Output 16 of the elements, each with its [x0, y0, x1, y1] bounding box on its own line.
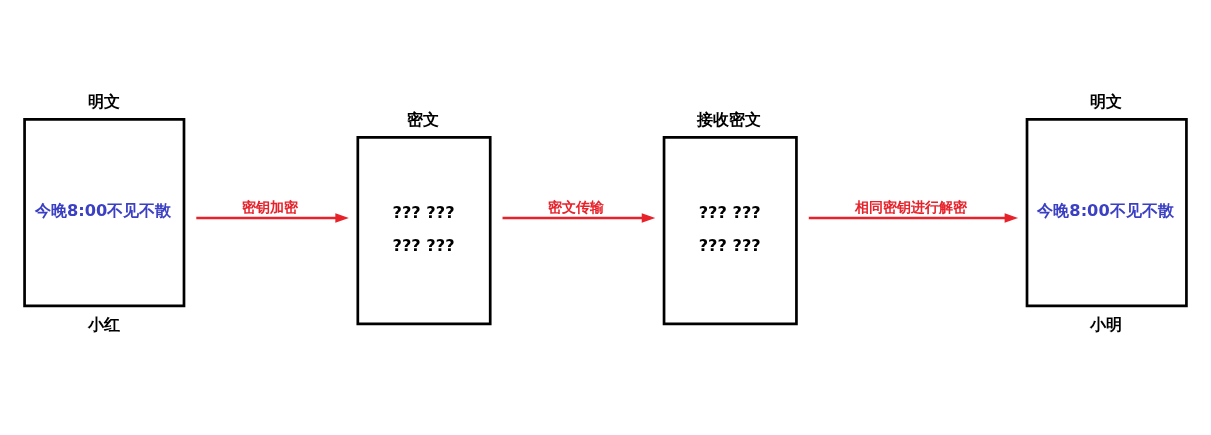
edge-label: 相同密钥进行解密 — [854, 198, 967, 215]
node-box: 今晚8:00不见不散 — [23, 117, 186, 307]
edge-label: 密文传输 — [548, 198, 605, 215]
node-label: 明文 — [1090, 91, 1123, 111]
node-label: 明文 — [87, 91, 120, 111]
node-box: ??? ??? ??? ??? — [662, 135, 798, 325]
arrow — [808, 212, 1019, 223]
node-box: ??? ??? ??? ??? — [356, 135, 492, 325]
arrow — [502, 212, 656, 223]
arrow — [196, 212, 349, 223]
node-box: 今晚8:00不见不散 — [1025, 117, 1188, 307]
node-label: 密文 — [407, 109, 440, 129]
edge-label: 密钥加密 — [242, 198, 299, 215]
node-label: 小明 — [1090, 314, 1123, 334]
node-label: 接收密文 — [697, 109, 762, 129]
node-label: 小红 — [87, 314, 120, 334]
